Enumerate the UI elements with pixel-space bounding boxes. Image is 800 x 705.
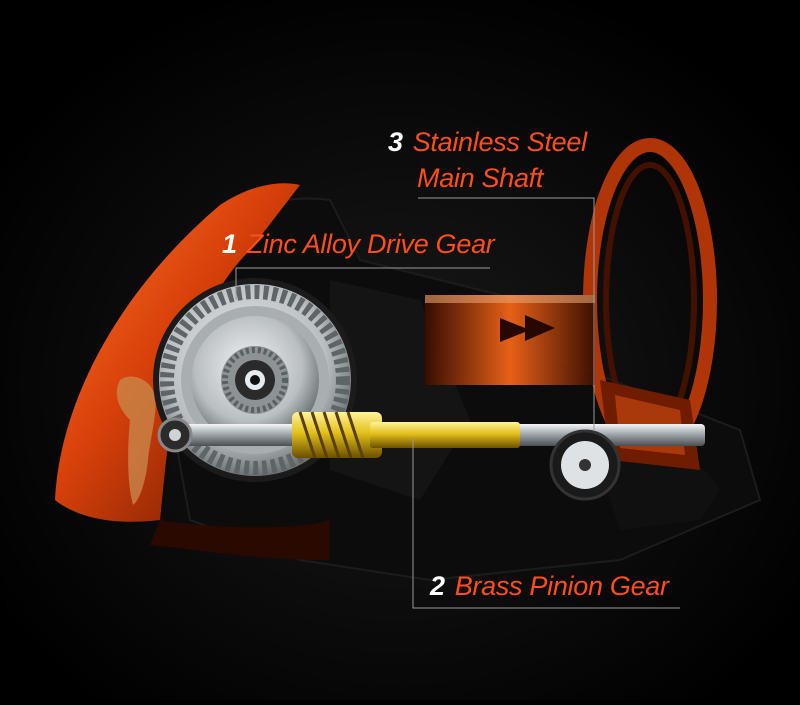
callout-number: 2 [430,571,445,601]
callout-pinion-gear: 2 Brass Pinion Gear [430,570,669,602]
callout-number: 3 [388,127,403,157]
callout-text: Brass Pinion Gear [455,571,669,601]
oscillation-roller [551,431,619,499]
callout-text-line2: Main Shaft [417,162,587,194]
callout-text-line1: Stainless Steel [413,127,587,157]
callout-text: Zinc Alloy Drive Gear [247,229,495,259]
callout-number: 1 [222,229,237,259]
callout-drive-gear: 1 Zinc Alloy Drive Gear [222,228,494,260]
callout-main-shaft: 3 Stainless Steel Main Shaft [388,126,587,194]
